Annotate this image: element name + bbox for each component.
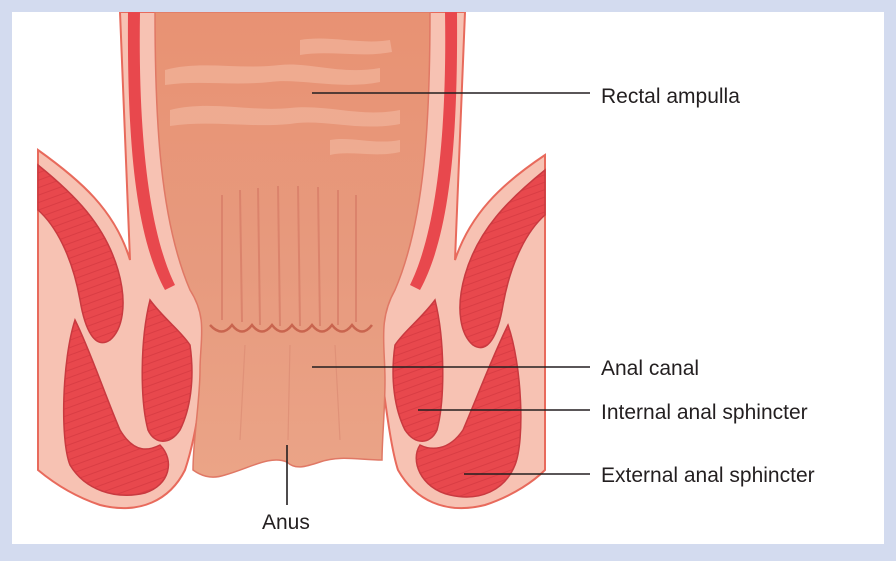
label-anal-canal: Anal canal (601, 358, 699, 379)
label-internal-anal-sphincter: Internal anal sphincter (601, 402, 808, 423)
label-rectal-ampulla: Rectal ampulla (601, 86, 740, 107)
label-anus: Anus (262, 512, 310, 533)
label-external-anal-sphincter: External anal sphincter (601, 465, 815, 486)
